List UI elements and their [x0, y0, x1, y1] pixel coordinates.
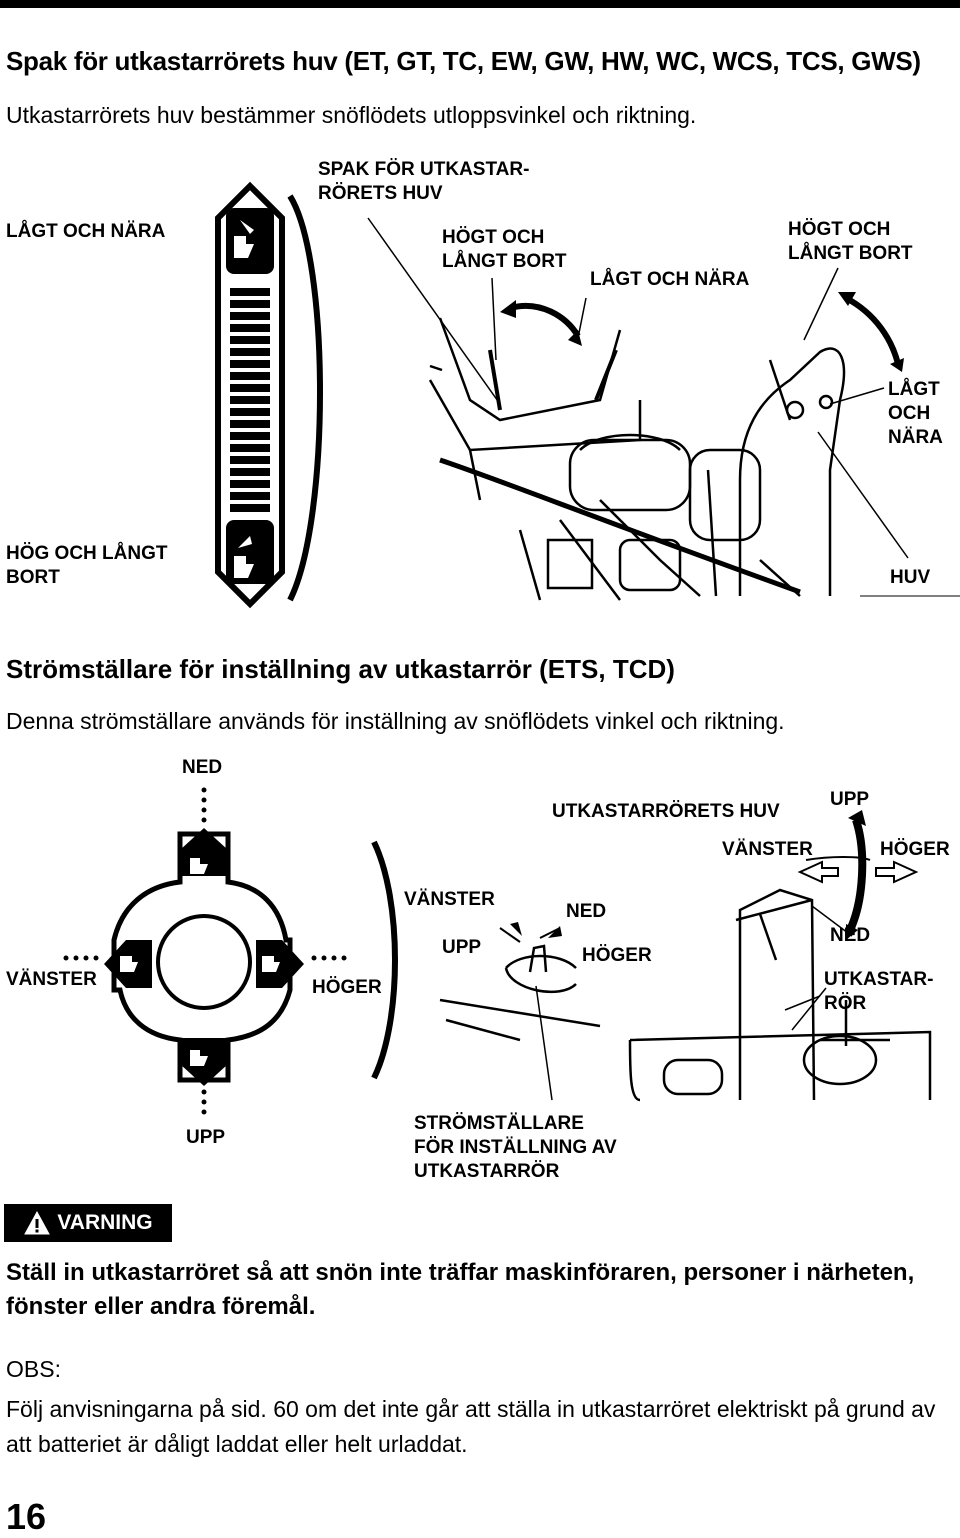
- label-low-near-right-3: NÄRA: [888, 427, 943, 448]
- lever-indicator-panel: [215, 181, 285, 609]
- label-ned-switch: NED: [566, 901, 607, 922]
- section1-title: Spak för utkastarrörets huv (ET, GT, TC,…: [6, 46, 921, 76]
- label-vanster-switch: VÄNSTER: [404, 889, 495, 910]
- label-lever-line1: SPAK FÖR UTKASTAR-: [318, 159, 530, 180]
- label-low-near-right-2: OCH: [888, 403, 931, 424]
- section1-description: Utkastarrörets huv bestämmer snöflödets …: [6, 102, 697, 128]
- label-chute-hood: UTKASTARRÖRETS HUV: [552, 801, 780, 822]
- label-ned-right: NED: [830, 925, 871, 946]
- label-chute-2: RÖR: [824, 993, 867, 1014]
- joystick-sketch: [439, 927, 601, 1101]
- label-high-far-mid-2: LÅNGT BORT: [442, 251, 567, 272]
- label-hoger-right: HÖGER: [880, 839, 950, 860]
- page-number: 16: [6, 1496, 47, 1537]
- label-lever-line2: RÖRETS HUV: [318, 183, 443, 204]
- label-upp-switch: UPP: [442, 937, 482, 958]
- label-switch-3: UTKASTARRÖR: [414, 1161, 560, 1182]
- label-vanster-right: VÄNSTER: [722, 839, 813, 860]
- label-low-near-left: LÅGT OCH NÄRA: [6, 221, 166, 242]
- top-rule: [0, 0, 960, 8]
- label-switch-1: STRÖMSTÄLLARE: [414, 1113, 584, 1134]
- label-upp-bottom: UPP: [186, 1127, 226, 1148]
- note-title: OBS:: [6, 1356, 61, 1382]
- label-hoger-switch: HÖGER: [582, 945, 652, 966]
- switch-panel: [104, 828, 304, 1086]
- warning-badge: VARNING: [4, 1204, 172, 1242]
- label-hood: HUV: [890, 567, 931, 588]
- label-high-far-right-1: HÖGT OCH: [788, 219, 891, 240]
- note-text: Följ anvisningarna på sid. 60 om det int…: [6, 1396, 936, 1457]
- label-high-far-mid-1: HÖGT OCH: [442, 227, 545, 248]
- label-switch-2: FÖR INSTÄLLNING AV: [414, 1137, 617, 1158]
- label-vanster-left: VÄNSTER: [6, 969, 97, 990]
- label-high-far-right-2: LÅNGT BORT: [788, 243, 913, 264]
- section2-title: Strömställare för inställning av utkasta…: [6, 654, 675, 684]
- warning-triangle-icon: [24, 1210, 51, 1235]
- label-chute-1: UTKASTAR-: [824, 969, 934, 990]
- snowblower-sketch: [428, 317, 960, 601]
- label-low-near-mid: LÅGT OCH NÄRA: [590, 269, 750, 290]
- warning-badge-label: VARNING: [57, 1211, 153, 1234]
- label-low-near-right-1: LÅGT: [888, 379, 940, 400]
- section2-description: Denna strömställare används för inställn…: [6, 708, 785, 734]
- label-high-far-left-2: BORT: [6, 567, 60, 588]
- warning-text: Ställ in utkastarröret så att snön inte …: [6, 1259, 915, 1320]
- label-ned-top: NED: [182, 757, 223, 778]
- label-hoger-mid: HÖGER: [312, 977, 382, 998]
- label-high-far-left-1: HÖG OCH LÅNGT: [6, 543, 168, 564]
- label-upp-right: UPP: [830, 789, 870, 810]
- chute-sketch: [628, 888, 932, 1102]
